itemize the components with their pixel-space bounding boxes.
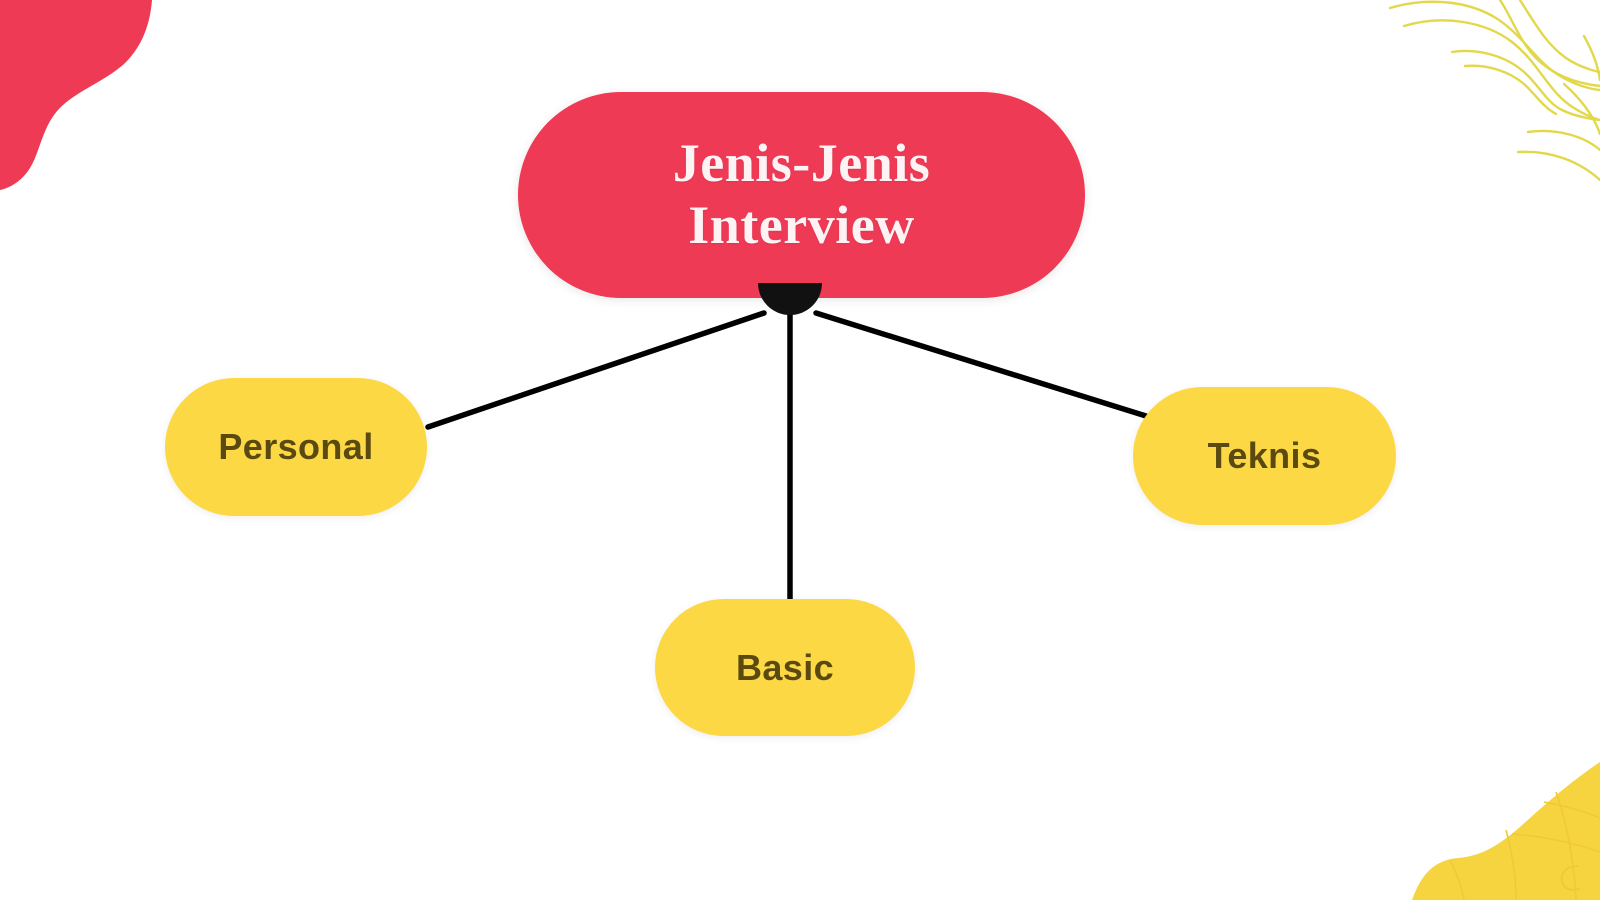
connector-root-personal (425, 310, 767, 430)
root-node-label: Jenis-Jenis Interview (672, 133, 931, 255)
branch-node-teknis-label: Teknis (1207, 435, 1322, 476)
branch-node-personal[interactable]: Personal (165, 378, 427, 516)
branch-node-basic-label: Basic (735, 646, 835, 688)
root-node-jenis-jenis-interview[interactable]: Jenis-Jenis Interview (518, 92, 1085, 298)
branch-node-teknis[interactable]: Teknis (1133, 387, 1396, 525)
branch-node-basic[interactable]: Basic (655, 599, 915, 736)
branch-node-personal-label: Personal (218, 426, 374, 467)
connector-root-teknis (813, 310, 1149, 419)
